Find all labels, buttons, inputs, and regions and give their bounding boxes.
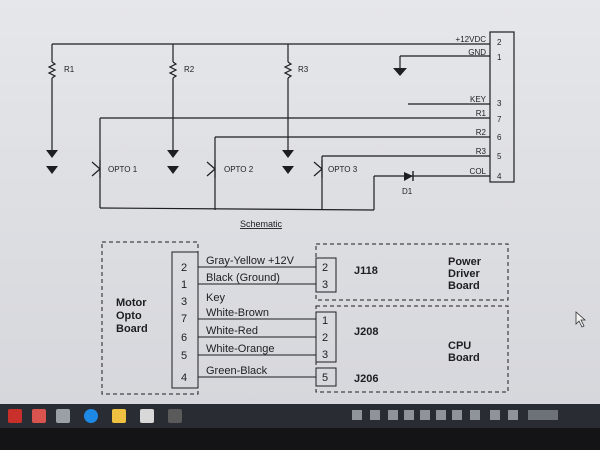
wire-label: Green-Black bbox=[206, 365, 268, 377]
app-icon[interactable] bbox=[32, 409, 46, 423]
pin-label: GND bbox=[468, 48, 486, 57]
opto-pin-number: 5 bbox=[181, 350, 187, 362]
led-icon bbox=[167, 150, 179, 158]
tray-icon[interactable] bbox=[370, 410, 380, 420]
pin-label: R3 bbox=[476, 147, 487, 156]
opto-pin-number: 3 bbox=[181, 296, 187, 308]
board-label: Power bbox=[448, 256, 482, 268]
tray-icon[interactable] bbox=[470, 410, 480, 420]
board-label: Driver bbox=[448, 268, 481, 280]
opto-label: OPTO 3 bbox=[328, 165, 358, 174]
wire-label: Gray-Yellow +12V bbox=[206, 255, 295, 267]
pin-number: 7 bbox=[497, 115, 502, 124]
pin-label: +12VDC bbox=[456, 35, 487, 44]
tray-icon[interactable] bbox=[404, 410, 414, 420]
connector-name: J206 bbox=[354, 373, 378, 385]
schematic-diagram: R1 R2 R3 OPTO 1 OPTO 2 OPTO 3 D1 +12VDC … bbox=[46, 35, 587, 385]
resistor-label: R3 bbox=[298, 65, 309, 74]
wire-label: White-Red bbox=[206, 325, 258, 337]
wire-label: Black (Ground) bbox=[206, 272, 280, 284]
connector-pin-number: 3 bbox=[322, 349, 328, 361]
opto-label: OPTO 2 bbox=[224, 165, 254, 174]
connector-pin-number: 5 bbox=[322, 372, 328, 384]
diode-icon bbox=[404, 172, 413, 181]
schematic-title: Schematic bbox=[240, 219, 283, 229]
pin-number: 1 bbox=[497, 53, 502, 62]
tray-icon[interactable] bbox=[490, 410, 500, 420]
app-icon[interactable] bbox=[168, 409, 182, 423]
board-label: Motor bbox=[116, 297, 147, 309]
connector-name: J118 bbox=[354, 265, 378, 277]
board-label: CPU bbox=[448, 340, 471, 352]
app-icon[interactable] bbox=[140, 409, 154, 423]
ground-symbol bbox=[393, 68, 407, 76]
pin-number: 6 bbox=[497, 133, 502, 142]
folder-icon[interactable] bbox=[112, 409, 126, 423]
board-label: Board bbox=[448, 280, 480, 292]
led-icon bbox=[46, 150, 58, 158]
led-icon bbox=[167, 166, 179, 174]
connector-pin-number: 2 bbox=[322, 332, 328, 344]
resistor-label: R2 bbox=[184, 65, 195, 74]
app-icon[interactable] bbox=[8, 409, 22, 423]
clock-area[interactable] bbox=[528, 410, 558, 420]
tray-icon[interactable] bbox=[452, 410, 462, 420]
board-label: Opto bbox=[116, 310, 142, 322]
led-icon bbox=[282, 166, 294, 174]
board-label: Board bbox=[448, 352, 480, 364]
mouse-cursor-icon bbox=[575, 311, 587, 328]
opto-label: OPTO 1 bbox=[108, 165, 138, 174]
opto-pin-number: 1 bbox=[181, 279, 187, 291]
pin-number: 3 bbox=[497, 99, 502, 108]
opto-pin-number: 4 bbox=[181, 372, 187, 384]
connector-pin-number: 1 bbox=[322, 315, 328, 327]
opto-pin-number: 6 bbox=[181, 332, 187, 344]
tray-icon[interactable] bbox=[508, 410, 518, 420]
browser-icon[interactable] bbox=[84, 409, 98, 423]
tray-icon[interactable] bbox=[436, 410, 446, 420]
pin-number: 4 bbox=[497, 172, 502, 181]
wire-label: White-Brown bbox=[206, 307, 269, 319]
pin-number: 5 bbox=[497, 152, 502, 161]
pin-label: R2 bbox=[476, 128, 487, 137]
taskbar bbox=[0, 404, 600, 428]
opto-pin-number: 7 bbox=[181, 313, 187, 325]
tray-icon[interactable] bbox=[352, 410, 362, 420]
pin-label: COL bbox=[470, 167, 487, 176]
board-label: Board bbox=[116, 323, 148, 335]
resistor-label: R1 bbox=[64, 65, 75, 74]
pin-number: 2 bbox=[497, 38, 502, 47]
led-icon bbox=[46, 166, 58, 174]
connector-pin-number: 2 bbox=[322, 262, 328, 274]
led-icon bbox=[282, 150, 294, 158]
tray-icon[interactable] bbox=[388, 410, 398, 420]
app-icon[interactable] bbox=[56, 409, 70, 423]
connector-pin-number: 3 bbox=[322, 279, 328, 291]
tray-icon[interactable] bbox=[420, 410, 430, 420]
monitor-bezel bbox=[0, 428, 600, 450]
wire-label: White-Orange bbox=[206, 343, 274, 355]
opto-pin-number: 2 bbox=[181, 262, 187, 274]
pin-label: R1 bbox=[476, 109, 487, 118]
connector-name: J208 bbox=[354, 326, 378, 338]
wire-label: Key bbox=[206, 292, 225, 304]
diode-label: D1 bbox=[402, 187, 413, 196]
pin-label: KEY bbox=[470, 95, 487, 104]
